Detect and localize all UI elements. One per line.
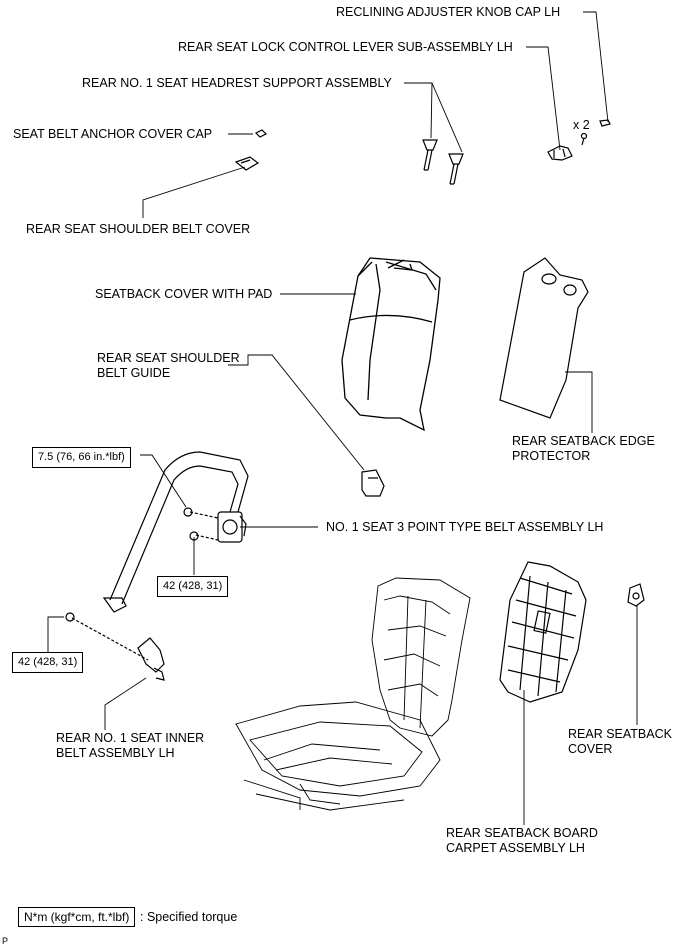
- headrest-support-part: [422, 139, 464, 185]
- shoulder-belt-cover-part: [234, 156, 260, 171]
- label-rear-seatback-cover: REAR SEATBACK COVER: [568, 727, 672, 756]
- label-headrest-support: REAR NO. 1 SEAT HEADREST SUPPORT ASSEMBL…: [82, 76, 392, 90]
- label-shoulder-belt-guide: REAR SEAT SHOULDER BELT GUIDE: [97, 351, 240, 380]
- legend-torque-box: N*m (kgf*cm, ft.*lbf): [18, 907, 136, 927]
- shoulder-belt-guide-part: [361, 469, 385, 497]
- rear-seatback-cover-part: [627, 583, 645, 607]
- label-edge-protector: REAR SEATBACK EDGE PROTECTOR: [512, 434, 655, 463]
- figure-code: P: [2, 936, 9, 946]
- inner-belt-part: [137, 637, 165, 681]
- label-board-carpet: REAR SEATBACK BOARD CARPET ASSEMBLY LH: [446, 826, 598, 855]
- label-reclining-knob-cap: RECLINING ADJUSTER KNOB CAP LH: [336, 5, 561, 19]
- label-shoulder-belt-cover: REAR SEAT SHOULDER BELT COVER: [26, 222, 251, 236]
- lock-control-lever-part: [547, 132, 588, 161]
- label-lock-control-lever: REAR SEAT LOCK CONTROL LEVER SUB-ASSEMBL…: [178, 40, 513, 54]
- label-seatback-cover: SEATBACK COVER WITH PAD: [95, 287, 273, 301]
- leader-lines: [47, 11, 638, 825]
- torque-box-anchor-bolt: 42 (428, 31): [12, 652, 84, 673]
- seat-frame-part: [235, 577, 471, 811]
- label-quantity: x 2: [573, 118, 590, 132]
- board-carpet-part: [499, 561, 587, 703]
- seatback-cover-part: [341, 257, 441, 432]
- label-three-point-belt: NO. 1 SEAT 3 POINT TYPE BELT ASSEMBLY LH: [326, 520, 604, 534]
- legend-torque-text: : Specified torque: [140, 910, 238, 924]
- label-anchor-cover-cap: SEAT BELT ANCHOR COVER CAP: [13, 127, 213, 141]
- label-inner-belt: REAR NO. 1 SEAT INNER BELT ASSEMBLY LH: [56, 731, 205, 760]
- anchor-cover-cap-part: [254, 129, 268, 138]
- edge-protector-part: [499, 257, 589, 419]
- seat-belt-assembly-part: [65, 451, 249, 661]
- knob-cap-part: [599, 119, 611, 127]
- torque-box-belt-bolt: 7.5 (76, 66 in.*lbf): [32, 447, 131, 468]
- torque-box-retractor-nut: 42 (428, 31): [157, 576, 229, 597]
